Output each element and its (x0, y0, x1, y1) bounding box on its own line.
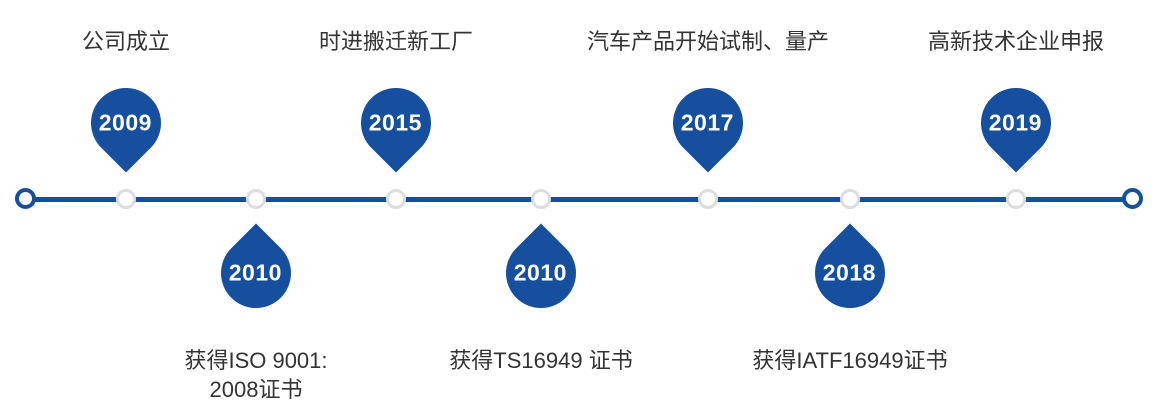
milestone-caption: 获得IATF16949证书 (752, 348, 948, 373)
milestone-year: 2010 (229, 259, 283, 286)
year-marker-teardrop: 2019 (966, 73, 1066, 173)
year-marker-teardrop: 2009 (76, 73, 176, 173)
year-marker-teardrop: 2015 (346, 73, 446, 173)
milestone-caption: 获得ISO 9001: 2008证书 (184, 348, 328, 402)
milestone-caption: 公司成立 (81, 29, 170, 54)
milestone-year: 2015 (369, 109, 423, 136)
timeline-node (698, 189, 718, 209)
year-marker-teardrop: 2010 (206, 223, 306, 323)
milestone-year: 2017 (681, 109, 735, 136)
milestone-year: 2010 (514, 259, 568, 286)
milestone-caption: 时进搬迁新工厂 (318, 29, 473, 54)
year-marker-teardrop: 2017 (658, 73, 758, 173)
year-marker-teardrop: 2010 (491, 223, 591, 323)
milestone-year: 2018 (823, 259, 877, 286)
timeline-node (246, 189, 266, 209)
year-marker-teardrop: 2018 (800, 223, 900, 323)
timeline-start-ring (15, 188, 36, 209)
timeline-line (25, 197, 1132, 202)
timeline-node (1006, 189, 1026, 209)
milestone-caption: 汽车产品开始试制、量产 (586, 29, 829, 54)
milestone-year: 2009 (99, 109, 153, 136)
timeline-node (116, 189, 136, 209)
timeline-end-ring (1122, 188, 1143, 209)
milestone-year: 2019 (989, 109, 1043, 136)
milestone-caption: 高新技术企业申报 (927, 29, 1104, 54)
timeline-node (840, 189, 860, 209)
milestone-caption: 获得TS16949 证书 (449, 348, 633, 373)
timeline-node (531, 189, 551, 209)
timeline-node (386, 189, 406, 209)
